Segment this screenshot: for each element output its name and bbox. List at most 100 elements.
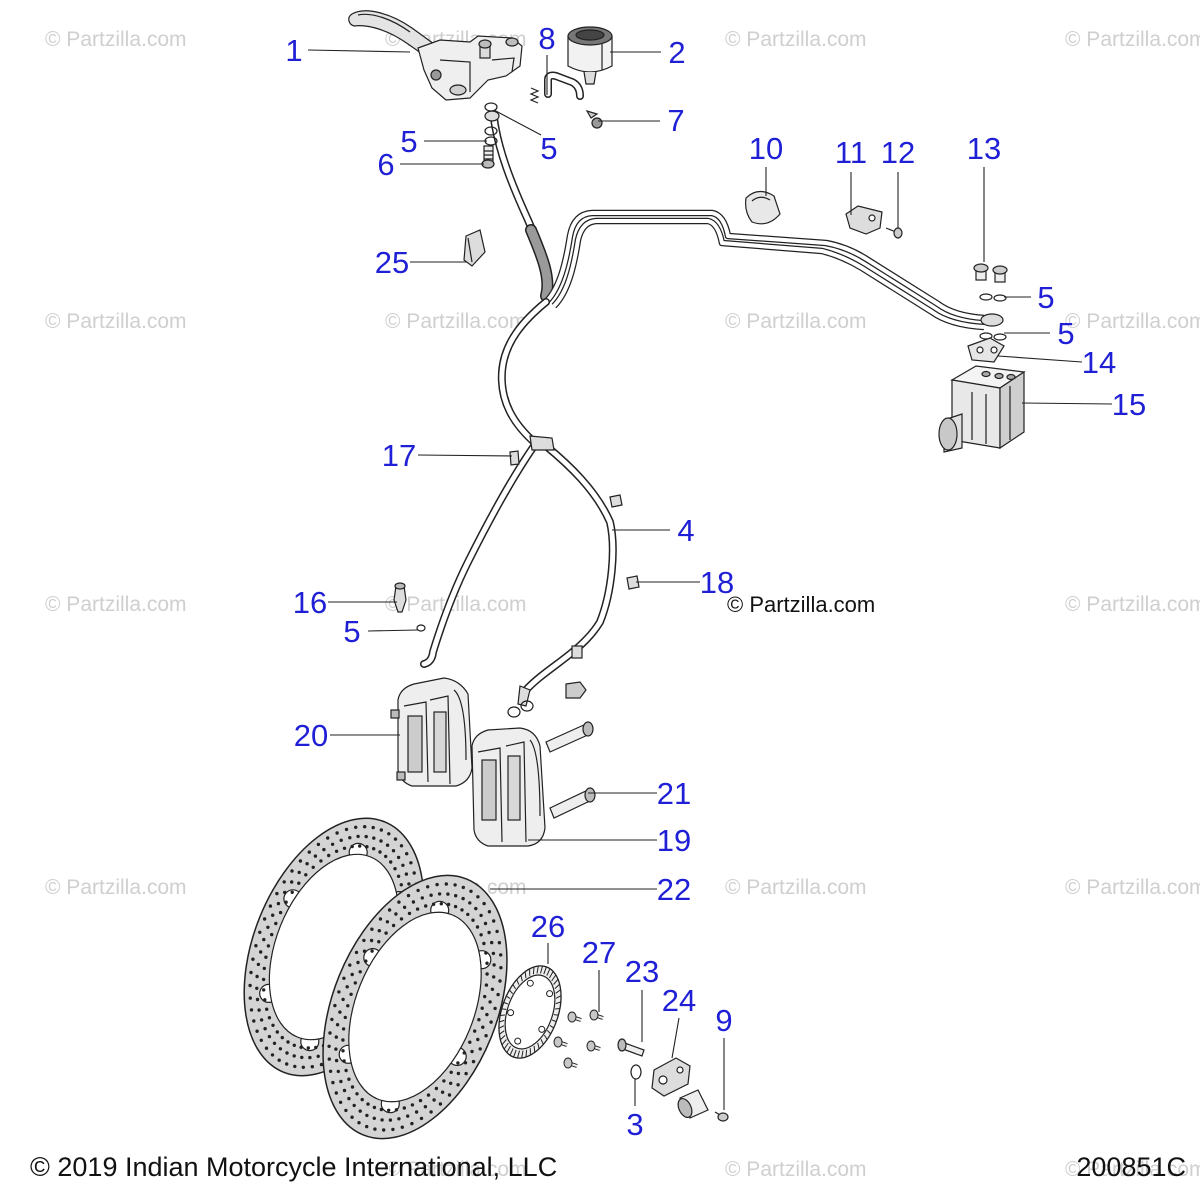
hose-clip-18 — [626, 575, 640, 590]
disc-drill-hole — [410, 1103, 415, 1107]
disc-drill-hole — [346, 1004, 350, 1008]
disc-drill-hole — [480, 1006, 484, 1010]
disc-drill-hole — [456, 1071, 461, 1076]
disc-drill-hole — [275, 1030, 279, 1034]
disc-drill-hole — [365, 1124, 369, 1129]
disc-drill-hole — [334, 1091, 338, 1095]
disc-drill-hole — [484, 1034, 488, 1038]
disc-drill-hole — [255, 997, 260, 1002]
disc-drill-hole — [399, 883, 403, 887]
disc-drill-hole — [297, 881, 301, 885]
disc-drill-hole — [462, 1051, 466, 1055]
leader-line — [997, 355, 1083, 363]
callout-3[interactable]: 3 — [626, 1107, 643, 1142]
tone-ring-tooth — [503, 1001, 509, 1005]
tone-ring-tooth — [499, 1019, 505, 1023]
disc-drill-hole — [385, 920, 390, 924]
watermark: © Partzilla.com — [725, 876, 867, 899]
disc-drill-hole — [308, 1055, 312, 1060]
callout-9[interactable]: 9 — [715, 1003, 732, 1038]
disc-drill-hole — [334, 1058, 339, 1063]
disc-drill-hole — [371, 825, 375, 830]
callout-5[interactable]: 5 — [400, 124, 417, 159]
tone-ring-tooth — [546, 1030, 551, 1035]
disc-drill-hole — [330, 1017, 334, 1022]
banjo-bolt-and-washers-upper — [481, 102, 500, 169]
disc-drill-hole — [284, 900, 288, 904]
tone-ring-tooth — [521, 1050, 524, 1059]
callout-18[interactable]: 18 — [700, 565, 734, 600]
disc-drill-hole — [496, 992, 500, 997]
tone-ring-tooth — [536, 965, 539, 974]
disc-drill-hole — [476, 1037, 480, 1042]
callout-12[interactable]: 12 — [881, 135, 915, 170]
callout-14[interactable]: 14 — [1082, 345, 1116, 380]
disc-drill-hole — [373, 1127, 377, 1131]
disc-drill-hole — [347, 1096, 351, 1101]
callout-17[interactable]: 17 — [382, 438, 416, 473]
disc-drill-hole — [407, 882, 411, 886]
disc-drill-hole — [266, 944, 271, 948]
disc-drill-hole — [341, 997, 345, 1002]
callout-26[interactable]: 26 — [531, 909, 565, 944]
callout-5[interactable]: 5 — [343, 614, 360, 649]
disc-drill-hole — [277, 1058, 281, 1062]
disc-drill-hole — [429, 1110, 433, 1114]
callout-8[interactable]: 8 — [538, 21, 555, 56]
disc-drill-hole — [355, 1092, 359, 1096]
callout-16[interactable]: 16 — [293, 585, 327, 620]
callout-10[interactable]: 10 — [749, 131, 783, 166]
disc-drill-hole — [341, 1049, 345, 1053]
callout-6[interactable]: 6 — [377, 147, 394, 182]
callout-19[interactable]: 19 — [657, 823, 691, 858]
callout-5[interactable]: 5 — [1037, 280, 1054, 315]
tone-ring-tooth — [540, 965, 543, 974]
callout-1[interactable]: 1 — [285, 33, 302, 68]
disc-drill-hole — [297, 870, 301, 875]
disc-drill-hole — [301, 1065, 305, 1070]
callout-5[interactable]: 5 — [1057, 316, 1074, 351]
disc-drill-hole — [347, 1077, 351, 1081]
callout-22[interactable]: 22 — [657, 872, 691, 907]
leader-line — [417, 454, 513, 457]
callout-11[interactable]: 11 — [835, 135, 867, 170]
disc-drill-hole — [261, 977, 266, 982]
leader-line — [307, 49, 411, 53]
tone-ring-tooth — [516, 979, 520, 985]
callout-24[interactable]: 24 — [662, 983, 696, 1018]
callout-25[interactable]: 25 — [375, 245, 409, 280]
leader-line — [1021, 402, 1113, 405]
disc-drill-hole — [379, 1107, 384, 1112]
tone-ring-bolt-hole — [538, 1025, 546, 1033]
callout-4[interactable]: 4 — [677, 513, 694, 548]
disc-drill-hole — [348, 836, 352, 840]
disc-drill-hole — [397, 1117, 401, 1121]
callout-27[interactable]: 27 — [582, 935, 616, 970]
tone-ring-bolt-hole — [526, 979, 534, 987]
copyright-notice: © 2019 Indian Motorcycle International, … — [30, 1152, 557, 1182]
tone-ring-tooth — [501, 1008, 507, 1010]
hose-clip-17 — [509, 450, 520, 466]
disc-drill-hole — [484, 951, 488, 955]
callout-7[interactable]: 7 — [667, 103, 684, 138]
tone-ring-tooth — [555, 989, 561, 994]
disc-drill-hole — [290, 869, 294, 873]
disc-drill-hole — [418, 1098, 423, 1103]
disc-drill-hole — [300, 1055, 304, 1060]
disc-drill-hole — [471, 1059, 476, 1064]
callout-20[interactable]: 20 — [294, 718, 328, 753]
callout-21[interactable]: 21 — [657, 776, 691, 811]
disc-drill-hole — [360, 1097, 364, 1102]
callout-15[interactable]: 15 — [1112, 387, 1146, 422]
callout-13[interactable]: 13 — [967, 131, 1001, 166]
o-ring-5-lower — [416, 624, 426, 632]
disc-drill-hole — [274, 921, 278, 926]
disc-drill-hole — [364, 834, 368, 839]
disc-drill-hole — [262, 937, 266, 942]
disc-drill-hole — [290, 890, 294, 894]
callout-23[interactable]: 23 — [625, 954, 659, 989]
watermark-layer: © Partzilla.com© Partzilla.com© Partzill… — [45, 28, 1200, 1181]
tone-ring-tooth — [543, 966, 547, 975]
callout-2[interactable]: 2 — [668, 35, 685, 70]
callout-5[interactable]: 5 — [540, 131, 557, 166]
